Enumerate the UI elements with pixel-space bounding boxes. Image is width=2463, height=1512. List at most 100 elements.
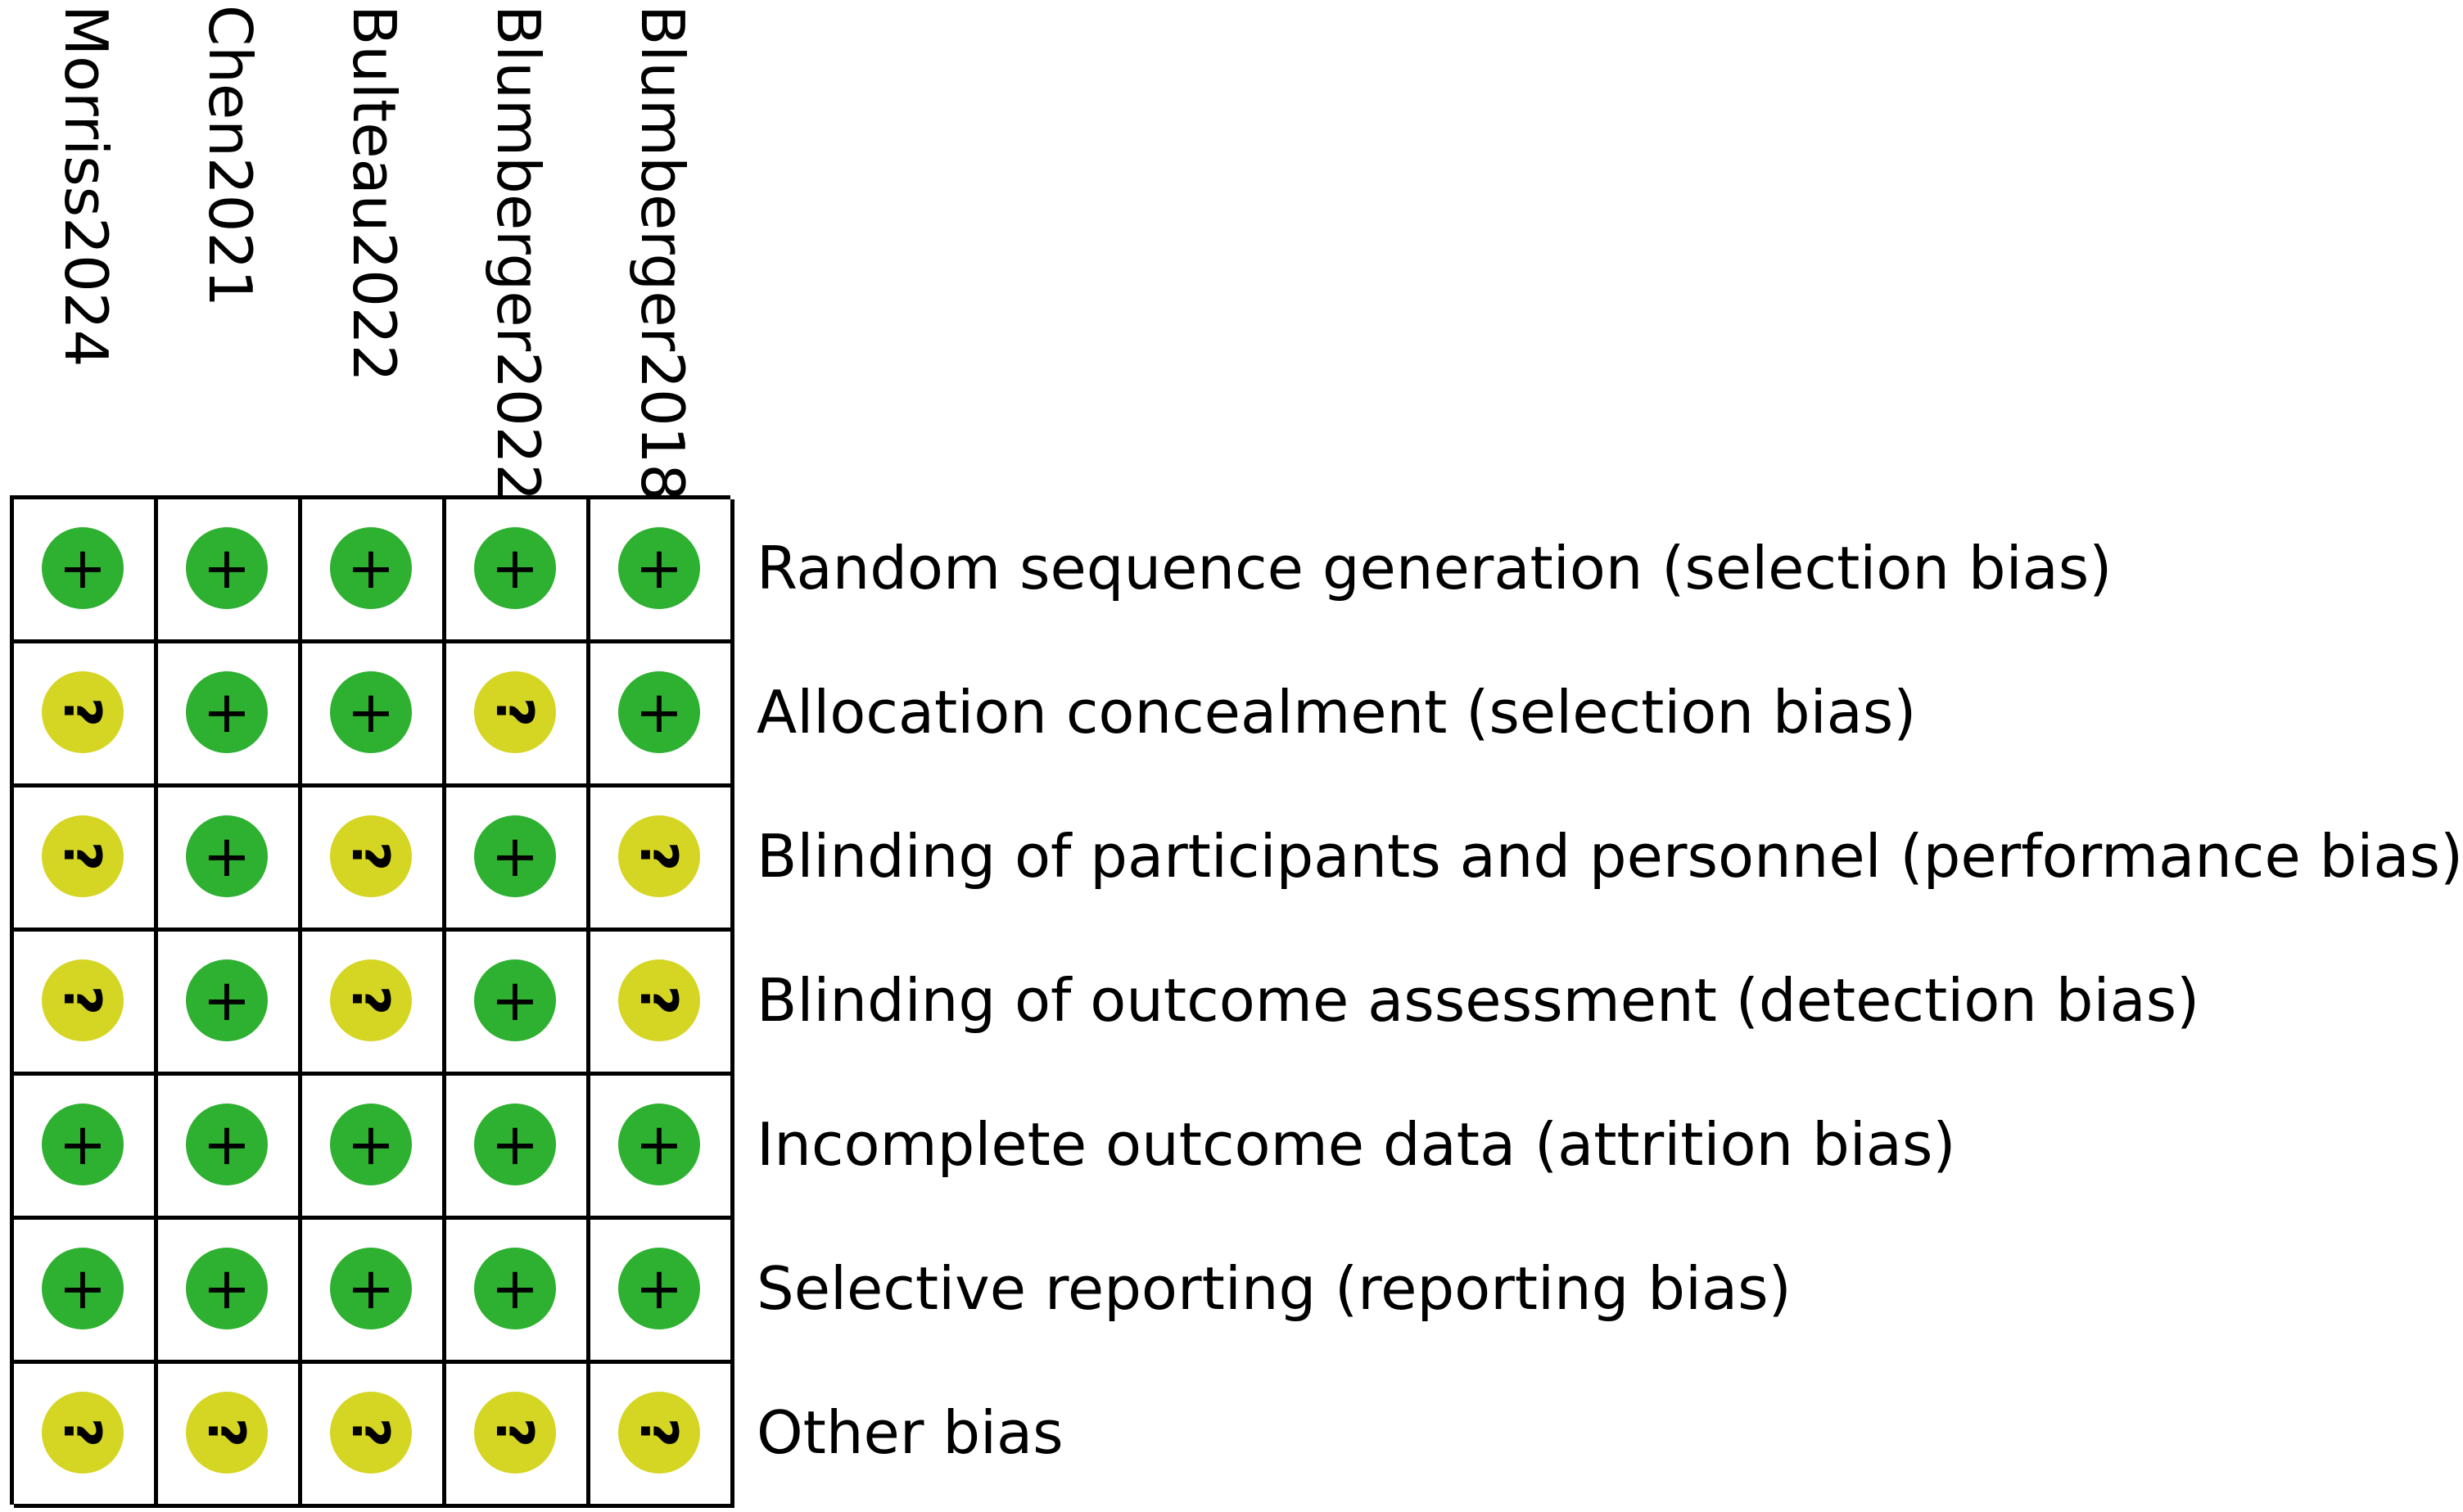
domain-label: Allocation concealment (selection bias) [757, 678, 1917, 747]
plus-icon: + [490, 1111, 540, 1178]
plus-icon: + [490, 823, 540, 890]
question-icon: ? [341, 842, 401, 871]
domain-label: Blinding of participants and personnel (… [757, 822, 2463, 891]
judgement-cell: + [590, 499, 734, 643]
low-risk-mark: + [618, 1248, 700, 1329]
judgement-cell: + [446, 1076, 590, 1220]
low-risk-mark: + [618, 1104, 700, 1185]
question-icon: ? [197, 1418, 257, 1447]
judgement-cell: ? [302, 932, 446, 1076]
judgement-cell: ? [14, 643, 158, 788]
unclear-risk-mark: ? [42, 959, 124, 1041]
question-icon: ? [52, 1418, 113, 1447]
plus-icon: + [490, 535, 540, 602]
judgement-cell: + [590, 643, 734, 788]
question-icon: ? [52, 697, 113, 727]
judgement-cell: + [302, 1220, 446, 1364]
low-risk-mark: + [186, 959, 268, 1041]
low-risk-mark: + [42, 1248, 124, 1329]
study-label: Bulteau2022 [340, 5, 409, 382]
low-risk-mark: + [618, 671, 700, 753]
unclear-risk-mark: ? [42, 815, 124, 897]
judgement-cell: + [302, 1076, 446, 1220]
low-risk-mark: + [474, 1104, 556, 1185]
study-label: Blumberger2022 [484, 5, 553, 502]
judgement-cell: + [14, 1076, 158, 1220]
low-risk-mark: + [330, 671, 412, 753]
low-risk-mark: + [474, 815, 556, 897]
judgement-cell: ? [590, 1364, 734, 1508]
plus-icon: + [202, 823, 251, 890]
low-risk-mark: + [186, 815, 268, 897]
plus-icon: + [202, 535, 251, 602]
question-icon: ? [52, 986, 113, 1015]
judgement-cell: ? [446, 1364, 590, 1508]
low-risk-mark: + [186, 1248, 268, 1329]
judgement-cell: + [158, 932, 302, 1076]
judgement-cell: ? [302, 1364, 446, 1508]
low-risk-mark: + [330, 1248, 412, 1329]
plus-icon: + [346, 1111, 395, 1178]
judgement-cell: + [158, 788, 302, 932]
judgement-cell: ? [158, 1364, 302, 1508]
low-risk-mark: + [330, 1104, 412, 1185]
plus-icon: + [635, 679, 684, 746]
judgement-cell: + [158, 1220, 302, 1364]
plus-icon: + [58, 535, 107, 602]
judgement-cell: ? [302, 788, 446, 932]
low-risk-mark: + [42, 527, 124, 609]
unclear-risk-mark: ? [618, 959, 700, 1041]
judgement-cell: ? [590, 788, 734, 932]
plus-icon: + [490, 1255, 540, 1322]
unclear-risk-mark: ? [474, 1392, 556, 1474]
study-label: Morriss2024 [52, 5, 120, 368]
unclear-risk-mark: ? [474, 671, 556, 753]
unclear-risk-mark: ? [618, 815, 700, 897]
plus-icon: + [346, 535, 395, 602]
judgement-cell: ? [590, 932, 734, 1076]
judgement-cell: + [302, 499, 446, 643]
plus-icon: + [202, 679, 251, 746]
question-icon: ? [52, 842, 113, 871]
question-icon: ? [629, 1418, 689, 1447]
domain-label: Selective reporting (reporting bias) [757, 1254, 1792, 1323]
judgement-cell: + [446, 788, 590, 932]
plus-icon: + [202, 1255, 251, 1322]
low-risk-mark: + [474, 1248, 556, 1329]
judgement-cell: ? [14, 932, 158, 1076]
low-risk-mark: + [186, 1104, 268, 1185]
judgement-cell: + [158, 499, 302, 643]
judgement-cell: + [446, 932, 590, 1076]
study-label: Blumberger2018 [628, 5, 697, 502]
judgement-cell: + [14, 499, 158, 643]
plus-icon: + [202, 1111, 251, 1178]
plus-icon: + [635, 535, 684, 602]
question-icon: ? [629, 842, 689, 871]
plus-icon: + [346, 1255, 395, 1322]
low-risk-mark: + [330, 527, 412, 609]
judgement-cell: ? [14, 788, 158, 932]
judgement-grid: + + + + +? + +? +? +? +?? +? +? + + + + + + + + + +????? [10, 495, 734, 1508]
unclear-risk-mark: ? [618, 1392, 700, 1474]
judgement-cell: + [14, 1220, 158, 1364]
judgement-cell: + [590, 1076, 734, 1220]
judgement-cell: ? [446, 643, 590, 788]
unclear-risk-mark: ? [42, 671, 124, 753]
question-icon: ? [341, 1418, 401, 1447]
plus-icon: + [635, 1111, 684, 1178]
low-risk-mark: + [474, 959, 556, 1041]
low-risk-mark: + [42, 1104, 124, 1185]
judgement-cell: + [158, 1076, 302, 1220]
domain-label: Random sequence generation (selection bi… [757, 534, 2113, 603]
question-icon: ? [629, 986, 689, 1015]
judgement-cell: ? [14, 1364, 158, 1508]
question-icon: ? [485, 697, 545, 727]
unclear-risk-mark: ? [330, 815, 412, 897]
domain-label: Incomplete outcome data (attrition bias) [757, 1110, 1956, 1179]
question-icon: ? [485, 1418, 545, 1447]
low-risk-mark: + [474, 527, 556, 609]
low-risk-mark: + [186, 671, 268, 753]
unclear-risk-mark: ? [330, 1392, 412, 1474]
plus-icon: + [202, 967, 251, 1034]
judgement-cell: + [158, 643, 302, 788]
